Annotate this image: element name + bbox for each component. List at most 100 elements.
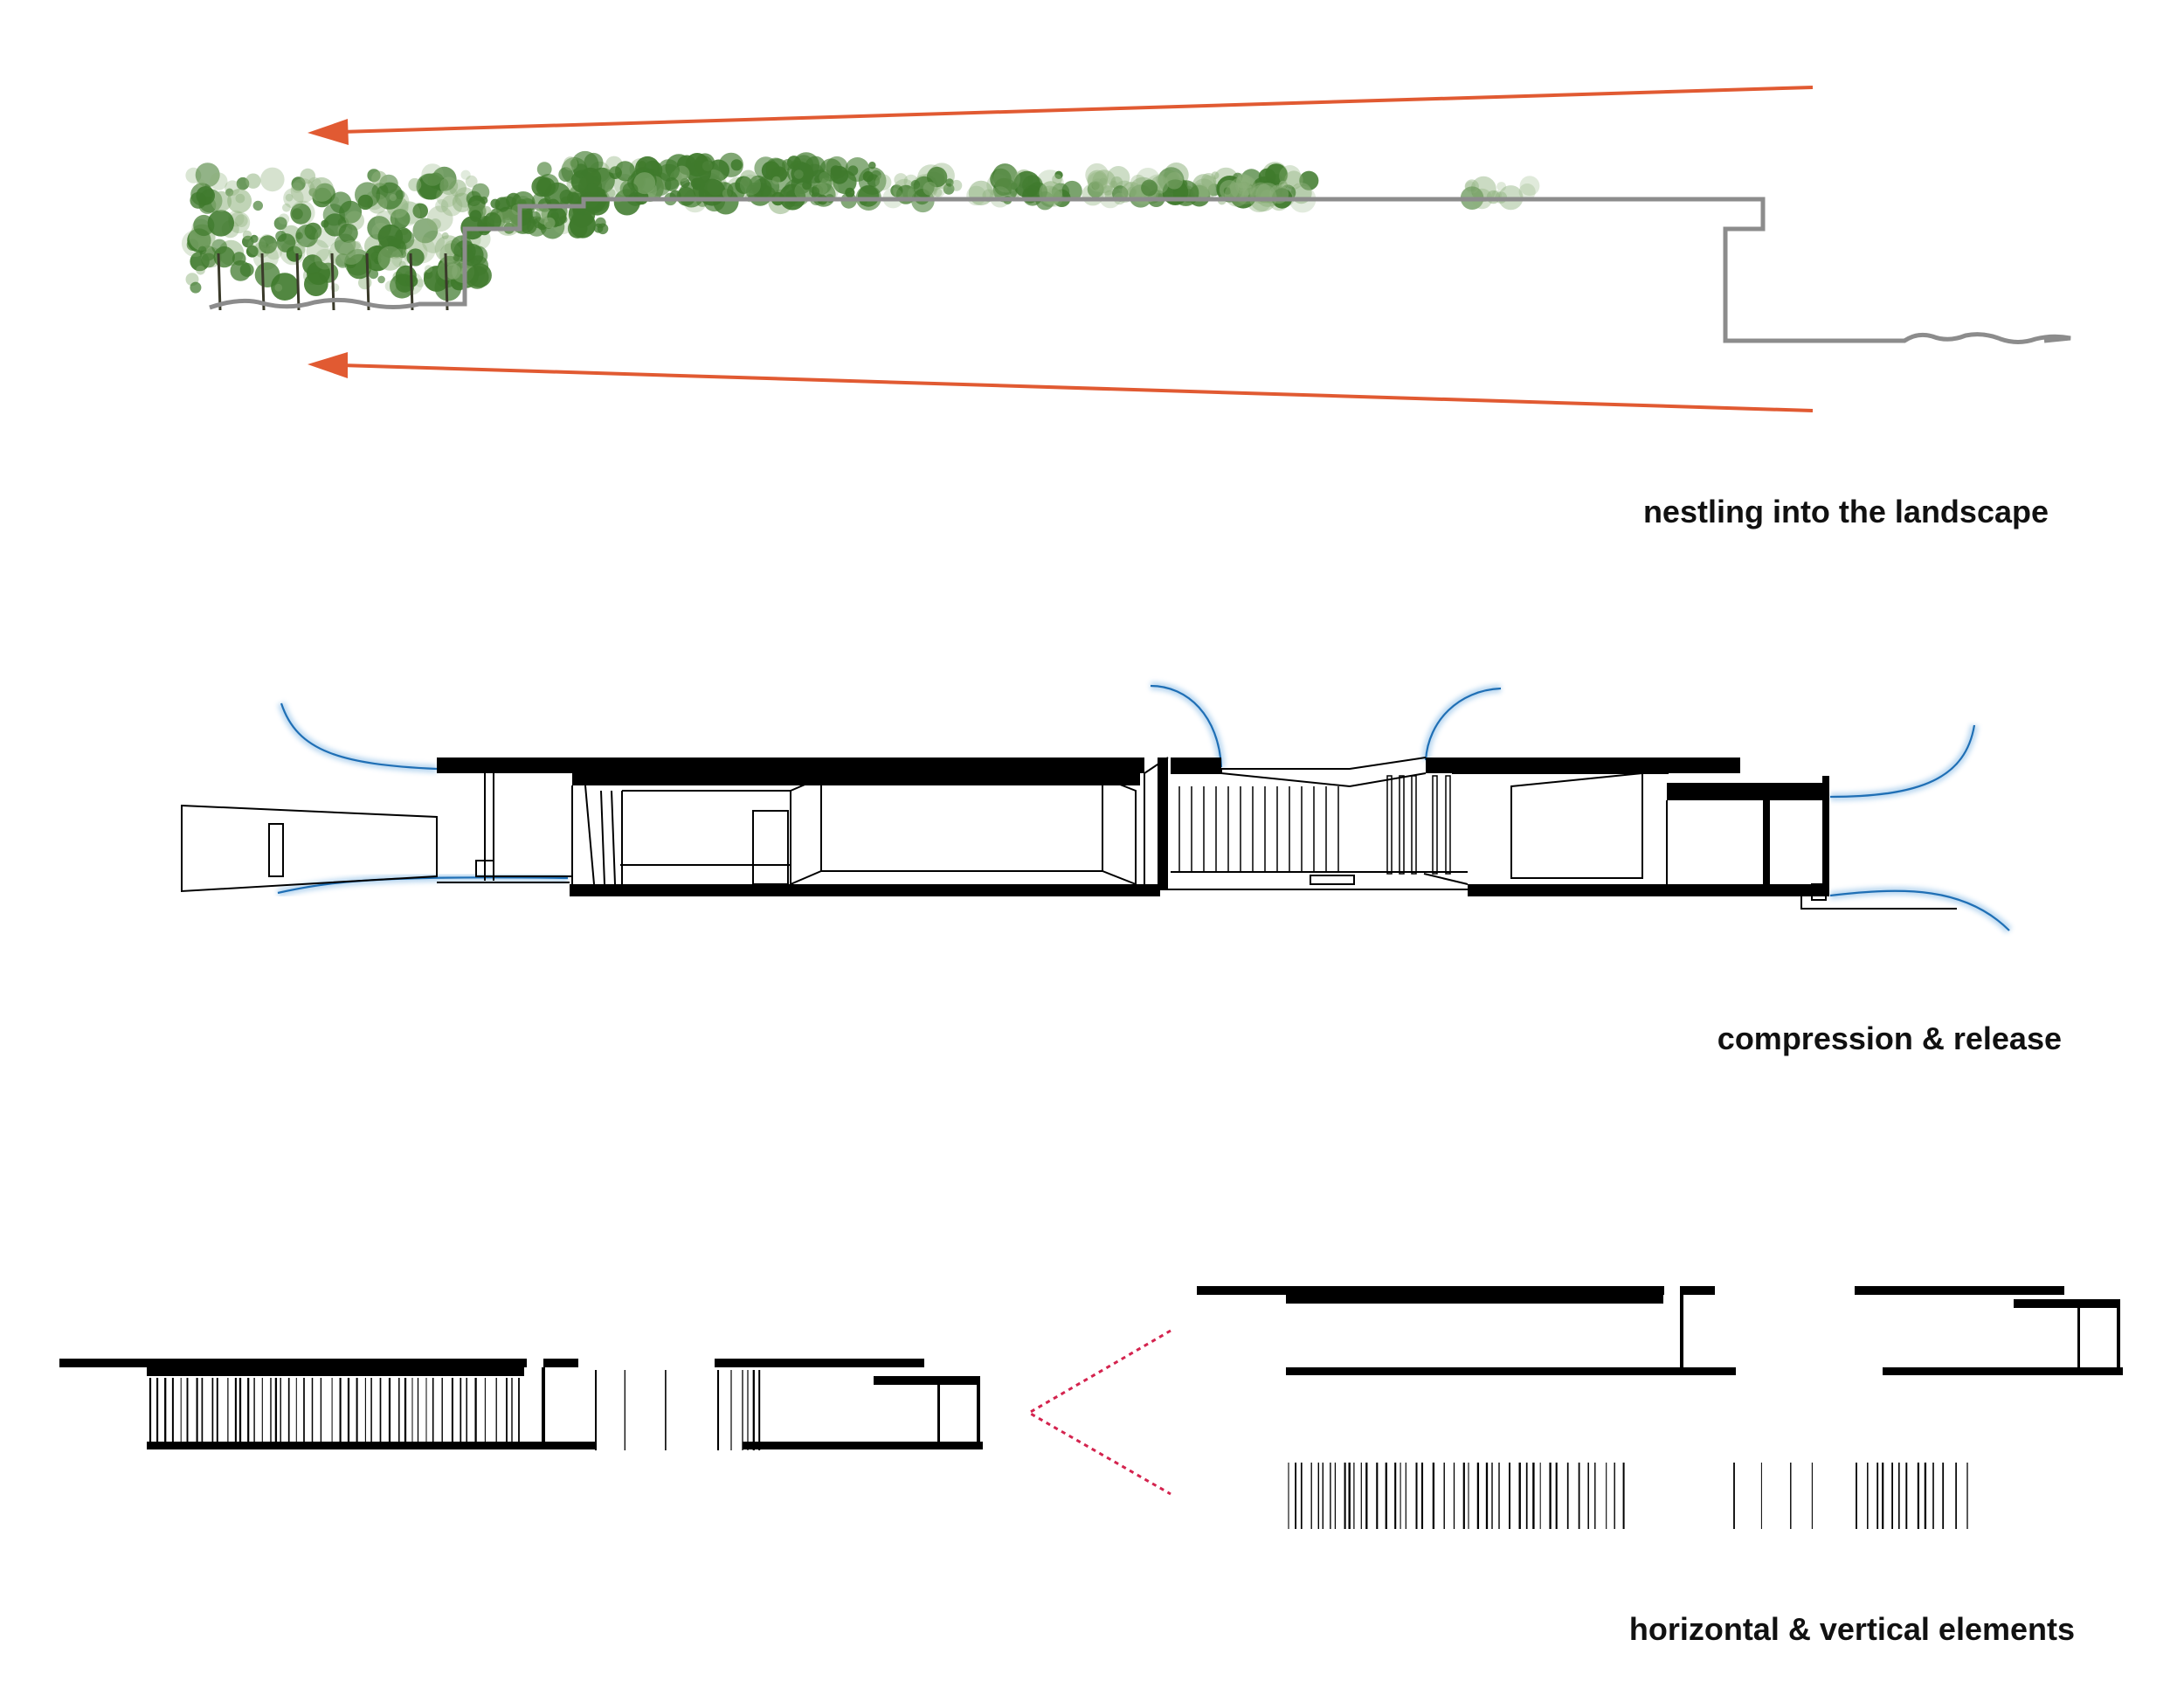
foliage-blob xyxy=(749,175,767,193)
foliage-blob xyxy=(195,163,220,188)
foliage-blob xyxy=(355,182,381,208)
foliage-blob xyxy=(292,208,303,220)
foliage-blob xyxy=(453,253,460,261)
foliage-blob xyxy=(273,217,287,231)
tree-foliage xyxy=(181,150,1540,311)
combined-section xyxy=(59,1359,983,1449)
foliage-blob xyxy=(1239,189,1249,199)
foliage-blob xyxy=(559,215,568,224)
foliage-blob xyxy=(266,243,283,260)
foliage-blob xyxy=(1088,171,1109,192)
foliage-blob xyxy=(771,176,781,185)
foliage-blob xyxy=(809,186,820,197)
foliage-blob xyxy=(615,161,636,182)
foliage-blob xyxy=(190,281,202,294)
foliage-blob xyxy=(469,210,482,222)
foliage-blob xyxy=(373,245,382,253)
foliage-blob xyxy=(867,174,881,188)
section-column xyxy=(1386,775,1393,875)
airflow-curve xyxy=(1424,687,1502,761)
section-column xyxy=(1399,775,1405,875)
foliage-blob xyxy=(694,156,714,176)
foliage-blob xyxy=(207,210,234,237)
foliage-blob xyxy=(254,262,280,287)
vertical-elements xyxy=(1288,1463,1968,1529)
foliage-blob xyxy=(680,177,690,188)
foliage-blob xyxy=(989,186,1011,208)
foliage-blob xyxy=(1519,176,1540,197)
foliage-blob xyxy=(511,191,536,216)
foliage-blob xyxy=(1200,173,1217,189)
foliage-blob xyxy=(528,211,542,225)
foliage-blob xyxy=(1087,169,1108,191)
foliage-blob xyxy=(1054,170,1063,179)
section-column xyxy=(1432,775,1438,875)
foliage-blob xyxy=(1249,187,1259,196)
airflow-glow xyxy=(277,702,438,773)
foliage-blob xyxy=(245,245,259,258)
tree-trunk xyxy=(260,253,266,311)
foliage-blob xyxy=(943,183,955,195)
foliage-blob xyxy=(536,162,552,177)
foliage-blob xyxy=(826,156,848,179)
foliage-blob xyxy=(1099,177,1108,186)
foliage-blob xyxy=(933,188,943,197)
combined-fins xyxy=(149,1370,761,1450)
section-fins xyxy=(1178,775,1451,875)
foliage-blob xyxy=(994,177,1013,196)
section-linework xyxy=(437,757,1957,910)
foliage-blob xyxy=(426,205,453,232)
foliage-blob xyxy=(213,246,235,268)
foliage-blob xyxy=(1109,180,1118,189)
foliage-blob xyxy=(1236,174,1251,189)
foliage-blob xyxy=(384,280,397,292)
foliage-blob xyxy=(558,167,574,183)
tree-trunk xyxy=(444,253,449,311)
foliage-blob xyxy=(563,156,578,171)
foliage-blob xyxy=(291,176,306,191)
foliage-blob xyxy=(1279,165,1302,187)
foliage-blob xyxy=(676,186,696,206)
foliage-blob xyxy=(950,179,963,191)
foliage-blob xyxy=(346,253,372,280)
foliage-blob xyxy=(304,272,328,297)
elements-diagram xyxy=(59,1286,2123,1529)
foliage-blob xyxy=(242,235,254,248)
foliage-blob xyxy=(727,182,745,201)
foliage-blob xyxy=(302,254,323,275)
foliage-blob xyxy=(483,212,501,231)
foliage-blob xyxy=(622,182,639,198)
foliage-blob xyxy=(847,165,859,176)
landscape-diagram xyxy=(181,86,2071,412)
horizontal-elements xyxy=(1197,1286,2123,1375)
foliage-blob xyxy=(739,174,761,196)
foliage-blob xyxy=(370,251,382,262)
section-column xyxy=(1445,775,1451,875)
foliage-blob xyxy=(429,218,441,230)
foliage-blob xyxy=(201,253,217,268)
foliage-blob xyxy=(1265,163,1288,186)
foliage-blob xyxy=(1496,182,1506,191)
foliage-blob xyxy=(234,214,248,228)
foliage-blob xyxy=(377,275,385,284)
foliage-blob xyxy=(377,246,403,271)
foliage-blob xyxy=(283,188,304,209)
foliage-blob xyxy=(196,179,206,189)
foliage-blob xyxy=(874,174,892,190)
foliage-blob xyxy=(730,159,743,171)
foliage-blob xyxy=(1279,180,1288,189)
foliage-blob xyxy=(285,193,294,202)
arrow-bottom-head xyxy=(308,352,348,378)
foliage-blob xyxy=(227,189,252,213)
foliage-blob xyxy=(494,197,510,212)
foliage-blob xyxy=(309,176,335,202)
foliage-blob xyxy=(412,203,429,219)
foliage-blob xyxy=(274,283,283,292)
foliage-blob xyxy=(1155,175,1165,184)
foliage-blob xyxy=(260,167,285,192)
foliage-blob xyxy=(282,203,291,212)
arrow-bottom-line xyxy=(340,363,1814,412)
foliage-blob xyxy=(466,266,489,289)
foliage-blob xyxy=(1518,183,1536,201)
foliage-blob xyxy=(765,157,786,178)
